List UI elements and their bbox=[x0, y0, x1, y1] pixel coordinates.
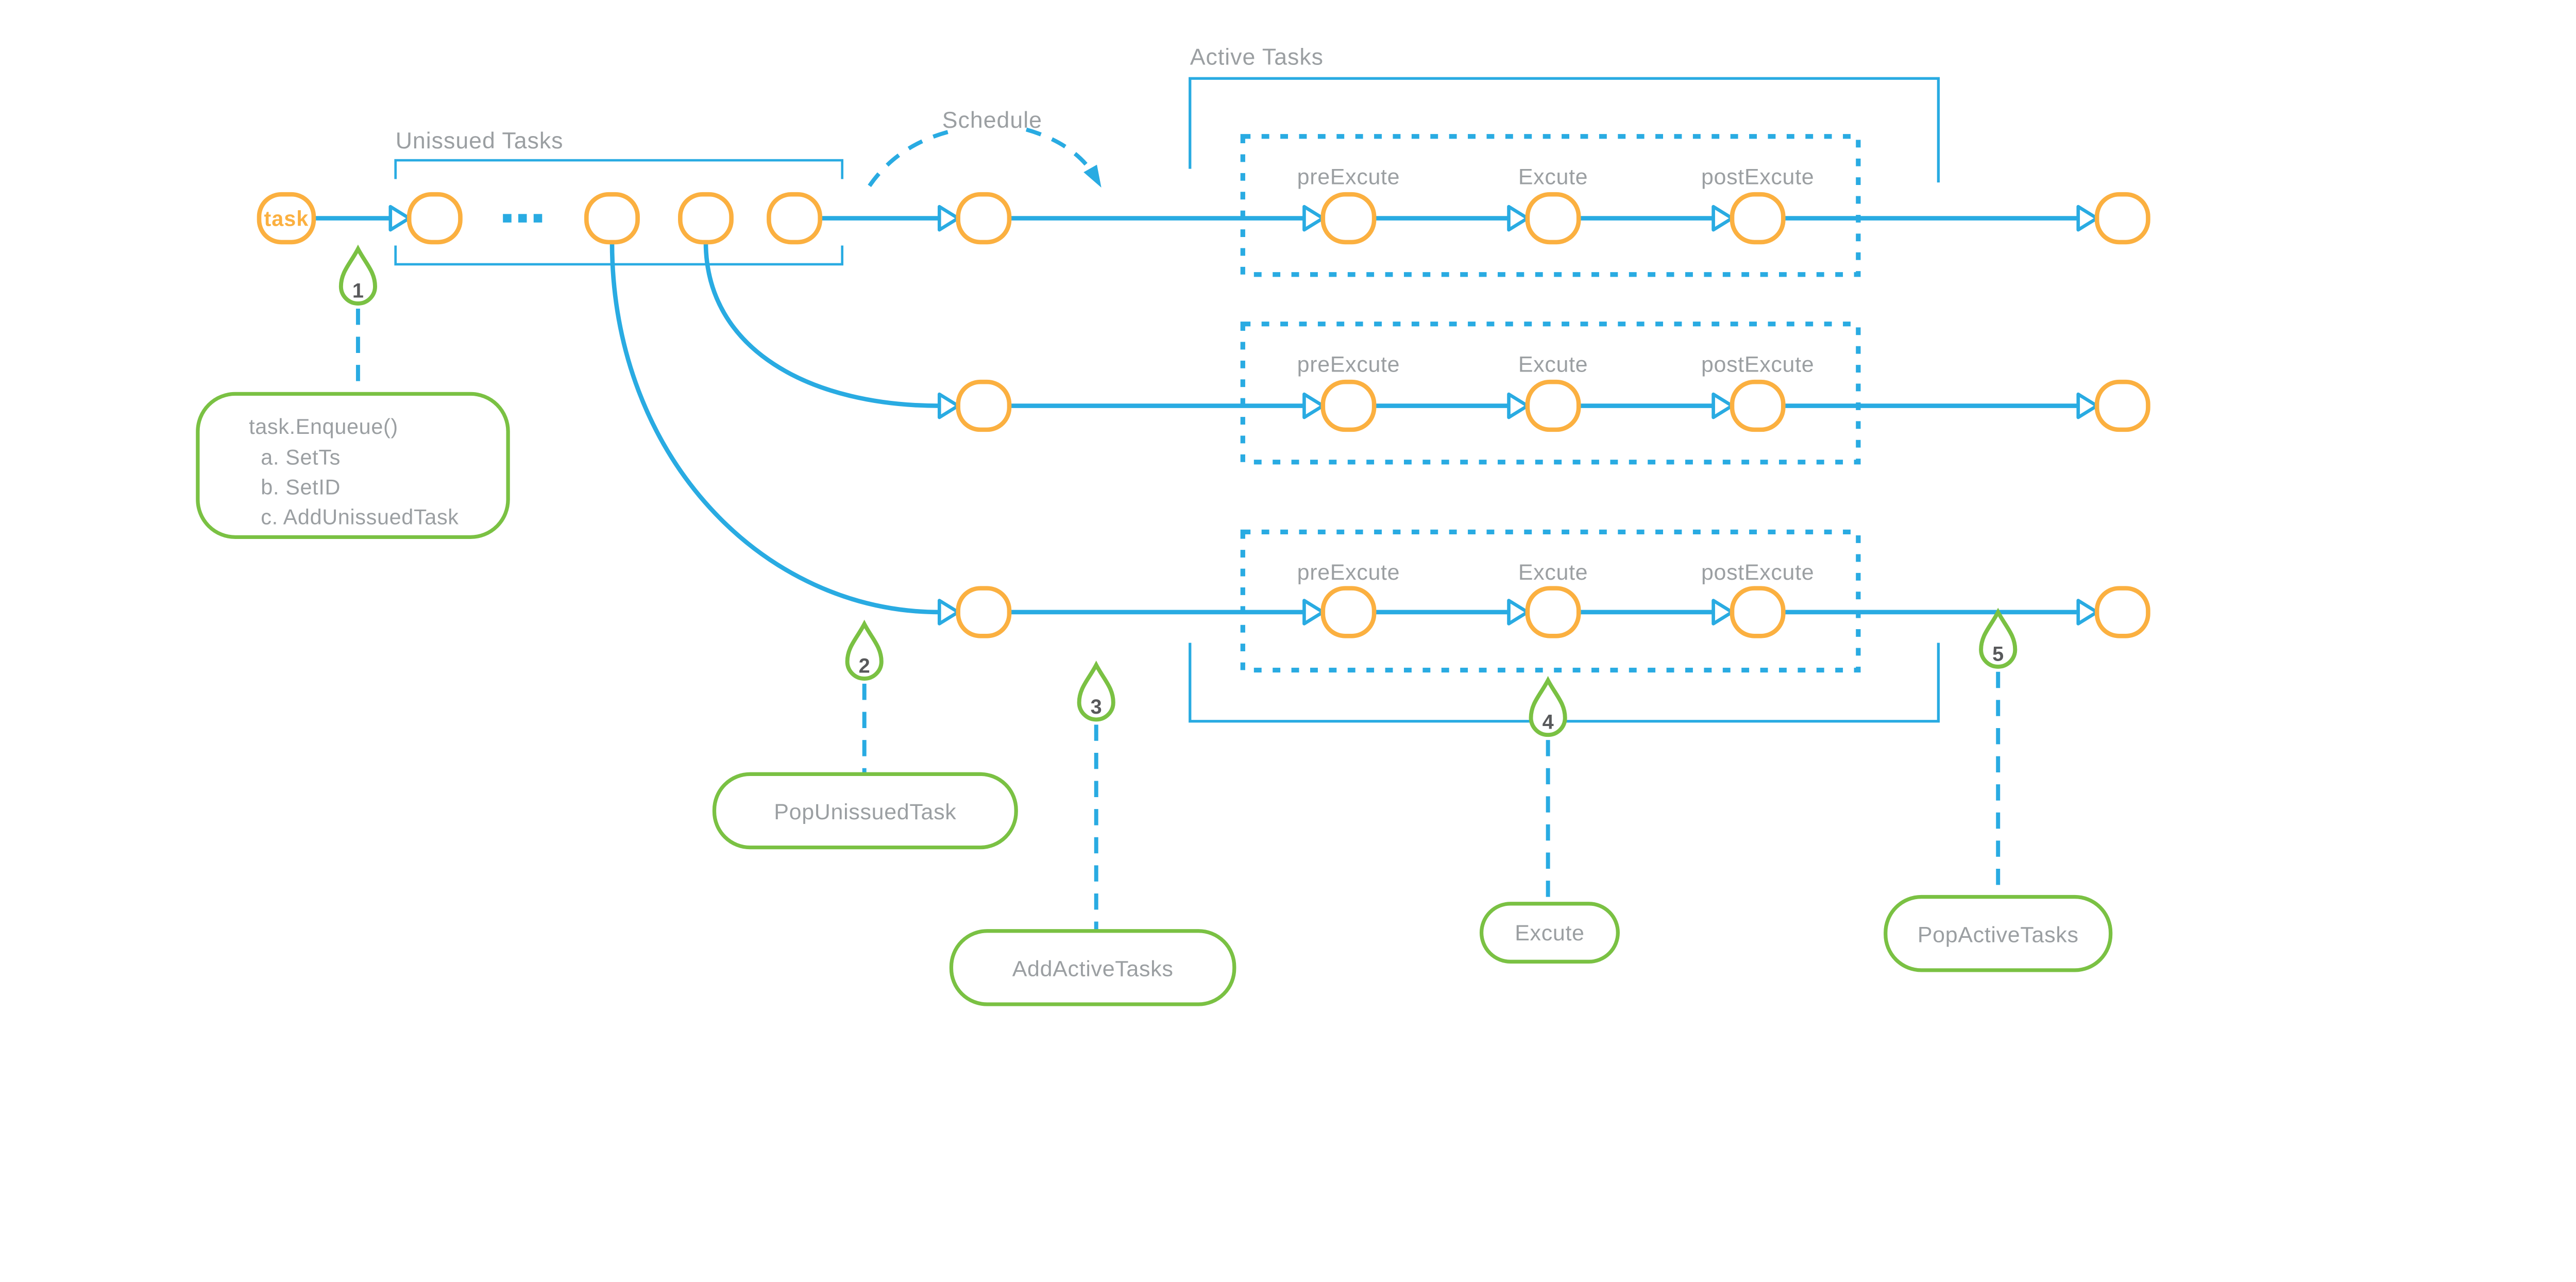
step-marker-2: 2 bbox=[845, 619, 884, 681]
stage-label-preexcute-row3: preExcute bbox=[1297, 560, 1400, 585]
arrowhead-icon bbox=[1711, 599, 1734, 626]
callout-popunissuedtask: PopUnissuedTask bbox=[712, 772, 1018, 850]
schedule-node-row3 bbox=[956, 586, 1012, 638]
active-tasks-label: Active Tasks bbox=[1190, 45, 1324, 70]
ellipsis-dots-icon bbox=[503, 214, 543, 223]
unissued-task-node bbox=[584, 192, 640, 245]
schedule-arc-left-icon bbox=[868, 127, 959, 187]
callout-label: Excute bbox=[1515, 921, 1584, 946]
callout-task-enqueue: task.Enqueue() a. SetTs b. SetID c. AddU… bbox=[196, 392, 510, 539]
teardrop-icon bbox=[1077, 661, 1115, 722]
callout-label: PopUnissuedTask bbox=[774, 800, 956, 824]
stage-label-excute-row1: Excute bbox=[1518, 164, 1588, 189]
active-task-box-row3 bbox=[1240, 529, 1861, 673]
unissued-tasks-label: Unissued Tasks bbox=[396, 128, 564, 154]
done-node-row1 bbox=[2094, 192, 2150, 245]
flow-row2 bbox=[703, 242, 2099, 419]
stage-label-postexcute-row1: postExcute bbox=[1701, 164, 1814, 189]
teardrop-icon bbox=[1979, 608, 2018, 669]
schedule-label: Schedule bbox=[942, 108, 1042, 133]
schedule-arc-arrowhead-icon bbox=[1083, 164, 1101, 188]
unissued-tasks-bracket-bottom bbox=[394, 245, 843, 266]
teardrop-icon bbox=[845, 619, 884, 681]
arrowhead-icon bbox=[1507, 599, 1530, 626]
active-tasks-bracket-top bbox=[1189, 77, 1940, 183]
arrowhead-icon bbox=[2076, 599, 2099, 626]
unissued-task-node bbox=[406, 192, 463, 245]
arrowhead-icon bbox=[1507, 392, 1530, 419]
schedule-node-row2 bbox=[956, 379, 1012, 432]
arrowhead-icon bbox=[388, 205, 411, 232]
callout-line: b. SetID bbox=[261, 476, 341, 499]
unissued-task-node bbox=[767, 192, 822, 245]
task-node-label: task bbox=[264, 207, 309, 230]
callout-excute: Excute bbox=[1479, 902, 1620, 964]
excute-node-row1 bbox=[1525, 192, 1581, 245]
callout-addactivetasks: AddActiveTasks bbox=[949, 929, 1236, 1006]
unissued-task-node bbox=[678, 192, 734, 245]
flow-row3 bbox=[609, 242, 2099, 626]
step-number-2: 2 bbox=[859, 654, 870, 677]
stage-labels-row3: preExcute Excute postExcute bbox=[1297, 560, 1814, 585]
diagram-canvas: Unissued Tasks Schedule Active Tasks pre… bbox=[196, 44, 2150, 1006]
arrowhead-icon bbox=[1302, 205, 1325, 232]
callout-line: task.Enqueue() bbox=[249, 415, 398, 438]
callout-popactivetasks: PopActiveTasks bbox=[1884, 895, 2113, 972]
stage-labels-row2: preExcute Excute postExcute bbox=[1297, 352, 1814, 377]
step-marker-1: 1 bbox=[338, 244, 377, 306]
arrowhead-icon bbox=[1302, 392, 1325, 419]
stage-labels-row1: preExcute Excute postExcute bbox=[1297, 164, 1814, 189]
stage-label-preexcute-row2: preExcute bbox=[1297, 352, 1400, 377]
arrowhead-icon bbox=[1302, 599, 1325, 626]
arrowhead-icon bbox=[1711, 205, 1734, 232]
task-node bbox=[257, 192, 316, 245]
flow-row1 bbox=[313, 205, 2099, 232]
step-marker-4: 4 bbox=[1529, 676, 1567, 737]
callout-label: PopActiveTasks bbox=[1918, 922, 2079, 947]
excute-node-row2 bbox=[1525, 379, 1581, 432]
preexcute-node-row3 bbox=[1320, 586, 1377, 638]
arrowhead-icon bbox=[937, 392, 960, 419]
arrowhead-icon bbox=[2076, 205, 2099, 232]
step-number-1: 1 bbox=[352, 279, 364, 302]
arrowhead-icon bbox=[1711, 392, 1734, 419]
schedule-arc-right-icon bbox=[1025, 127, 1096, 177]
step-marker-5: 5 bbox=[1979, 608, 2018, 669]
postexcute-node-row3 bbox=[1730, 586, 1786, 638]
preexcute-node-row2 bbox=[1320, 379, 1377, 432]
arrowhead-icon bbox=[937, 205, 960, 232]
excute-node-row3 bbox=[1525, 586, 1581, 638]
preexcute-node-row1 bbox=[1320, 192, 1377, 245]
schedule-node-row1 bbox=[956, 192, 1012, 245]
done-node-row3 bbox=[2094, 586, 2150, 638]
callout-label: AddActiveTasks bbox=[1012, 956, 1174, 981]
step-number-4: 4 bbox=[1543, 711, 1554, 734]
step-number-3: 3 bbox=[1091, 696, 1102, 718]
flow-curve-queue-to-schedule-row3 bbox=[609, 242, 940, 615]
flow-curve-queue-to-schedule-row2 bbox=[703, 242, 940, 408]
stage-label-postexcute-row2: postExcute bbox=[1701, 352, 1814, 377]
stage-label-preexcute-row1: preExcute bbox=[1297, 164, 1400, 189]
arrowhead-icon bbox=[2076, 392, 2099, 419]
teardrop-icon bbox=[338, 244, 377, 306]
stage-label-excute-row3: Excute bbox=[1518, 560, 1588, 585]
arrowhead-icon bbox=[937, 599, 960, 626]
callout-line: a. SetTs bbox=[261, 446, 341, 469]
done-node-row2 bbox=[2094, 379, 2150, 432]
callout-line: c. AddUnissuedTask bbox=[261, 505, 459, 529]
stage-label-postexcute-row3: postExcute bbox=[1701, 560, 1814, 585]
active-task-box-row1 bbox=[1240, 134, 1861, 277]
stage-label-excute-row2: Excute bbox=[1518, 352, 1588, 377]
teardrop-icon bbox=[1529, 676, 1567, 737]
unissued-tasks-bracket-top bbox=[394, 159, 843, 179]
task-scheduler-flow-diagram: Unissued Tasks Schedule Active Tasks pre… bbox=[196, 44, 2150, 1006]
postexcute-node-row1 bbox=[1730, 192, 1786, 245]
arrowhead-icon bbox=[1507, 205, 1530, 232]
step-marker-3: 3 bbox=[1077, 661, 1115, 722]
postexcute-node-row2 bbox=[1730, 379, 1786, 432]
step-number-5: 5 bbox=[1992, 643, 2004, 665]
active-task-box-row2 bbox=[1240, 322, 1861, 465]
